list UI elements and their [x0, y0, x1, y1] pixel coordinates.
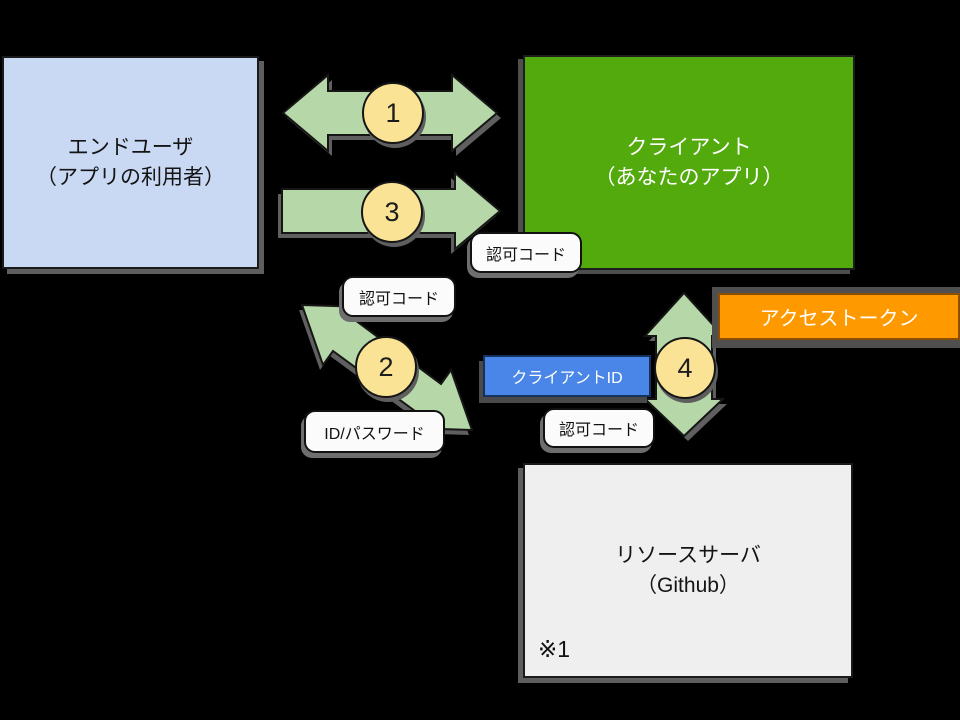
access-token-badge: アクセストークン — [718, 293, 960, 340]
step-circle-1: 1 — [362, 82, 424, 144]
step-circle-2: 2 — [355, 336, 417, 398]
auth-code-label-step2: 認可コード — [342, 276, 456, 317]
end-user-title: エンドユーザ — [67, 135, 194, 159]
end-user-subtitle: （アプリの利用者） — [36, 165, 225, 189]
auth-code-label-step4: 認可コード — [543, 408, 655, 448]
auth-code-text: 認可コード — [558, 422, 639, 439]
auth-code-text: 認可コード — [358, 290, 439, 308]
step-3-number: 3 — [384, 196, 400, 227]
auth-code-text: 認可コード — [485, 246, 566, 264]
end-user-box: エンドユーザ （アプリの利用者） — [2, 56, 259, 269]
id-password-label: ID/パスワード — [304, 410, 445, 453]
resource-server-box: リソースサーバ （Github） ※1 — [523, 463, 853, 678]
step-2-number: 2 — [378, 351, 394, 382]
step-1-number: 1 — [385, 97, 401, 128]
auth-code-label-client: 認可コード — [470, 232, 582, 273]
client-title: クライアント — [626, 135, 752, 159]
step-circle-3: 3 — [361, 181, 423, 243]
id-password-text: ID/パスワード — [324, 425, 425, 443]
resource-server-subtitle: （Github） — [636, 573, 740, 597]
client-id-badge: クライアントID — [483, 355, 651, 397]
resource-server-title: リソースサーバ — [615, 543, 761, 567]
client-subtitle: （あなたのアプリ） — [594, 165, 784, 189]
step-4-number: 4 — [677, 352, 693, 383]
resource-server-footnote: ※1 — [538, 636, 571, 662]
client-id-label: クライアントID — [511, 370, 623, 387]
access-token-label: アクセストークン — [759, 308, 919, 330]
step-circle-4: 4 — [654, 337, 716, 399]
